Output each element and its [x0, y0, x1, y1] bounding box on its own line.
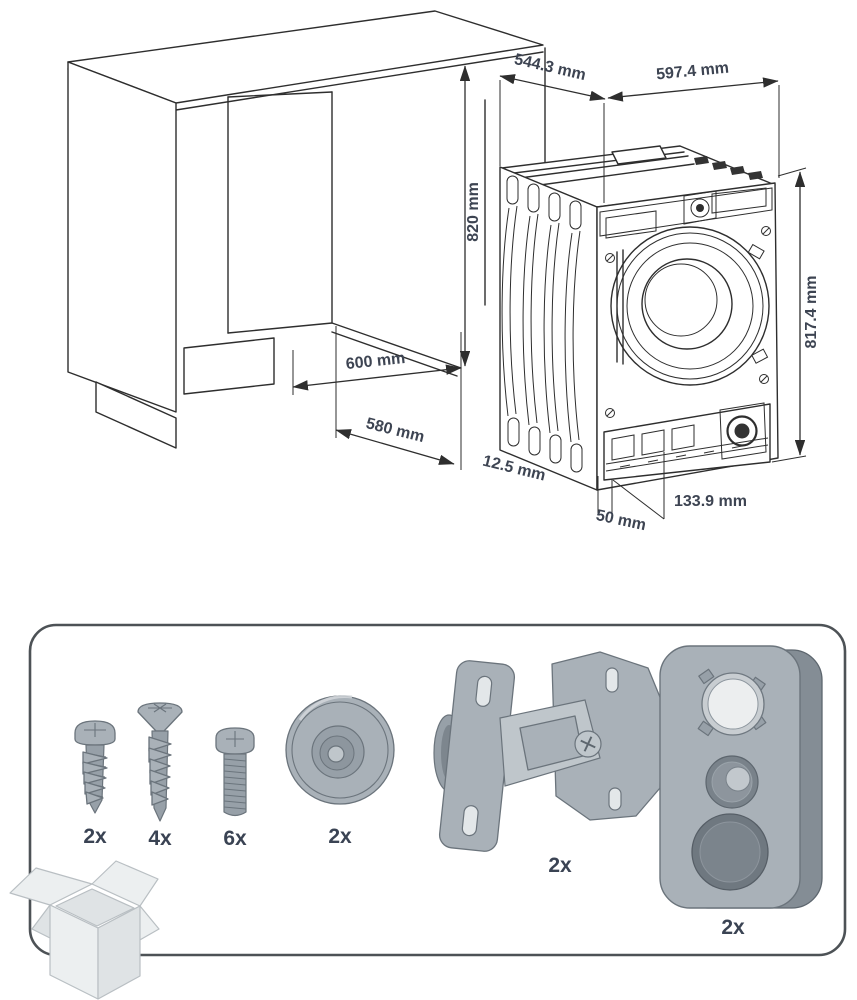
dim-niche-depth: 544.3 mm [499, 51, 606, 101]
cover-plate-top-hole [697, 668, 767, 737]
washing-machine-drawing [499, 145, 779, 491]
dim-label-plinth-height: 133.9 mm [674, 493, 747, 510]
dim-label-machine-height: 817.4 mm [803, 276, 820, 349]
dim-machine-height: 817.4 mm [794, 171, 820, 456]
top-vent-slots [694, 156, 763, 180]
dim-label-cabinet-depth: 600 mm [345, 350, 406, 373]
control-panel [599, 187, 773, 239]
dim-label-niche-depth: 544.3 mm [513, 51, 588, 84]
cover-plate-middle-hole [705, 755, 759, 809]
program-knob-icon [690, 198, 710, 218]
dim-base-depth: 580 mm [335, 415, 455, 465]
qty-machine-screw: 6x [223, 827, 247, 850]
qty-countersunk-screw: 4x [148, 827, 172, 850]
accessories-panel: 2x 4x 6x [9, 623, 847, 1000]
qty-cover-plate: 2x [721, 916, 745, 939]
cabinet-drawing [67, 10, 546, 449]
dim-cabinet-depth: 600 mm [292, 350, 462, 391]
door-drawing [610, 226, 770, 386]
dim-label-foot-offset: 50 mm [594, 507, 647, 534]
machine-screw-icon [215, 727, 255, 817]
cover-plate-bottom-hole [691, 813, 769, 891]
countersunk-screw-icon [137, 702, 183, 822]
qty-cover-disc: 2x [328, 825, 352, 848]
qty-door-hinge: 2x [548, 854, 572, 877]
dim-machine-width: 597.4 mm [607, 60, 779, 102]
pan-head-screw-icon [74, 720, 116, 814]
dim-label-machine-width: 597.4 mm [655, 60, 729, 84]
kick-plate-drawing [603, 402, 771, 481]
cover-plate-icon [659, 645, 823, 909]
qty-pan-head-screw: 2x [83, 825, 107, 848]
cover-disc-icon [285, 695, 395, 805]
dim-label-niche-height: 820 mm [465, 182, 482, 242]
dim-niche-height: 820 mm [459, 65, 482, 367]
fixing-screw-icons [605, 226, 771, 418]
packaging-box-icon [9, 860, 160, 1000]
side-ribs [501, 175, 583, 473]
